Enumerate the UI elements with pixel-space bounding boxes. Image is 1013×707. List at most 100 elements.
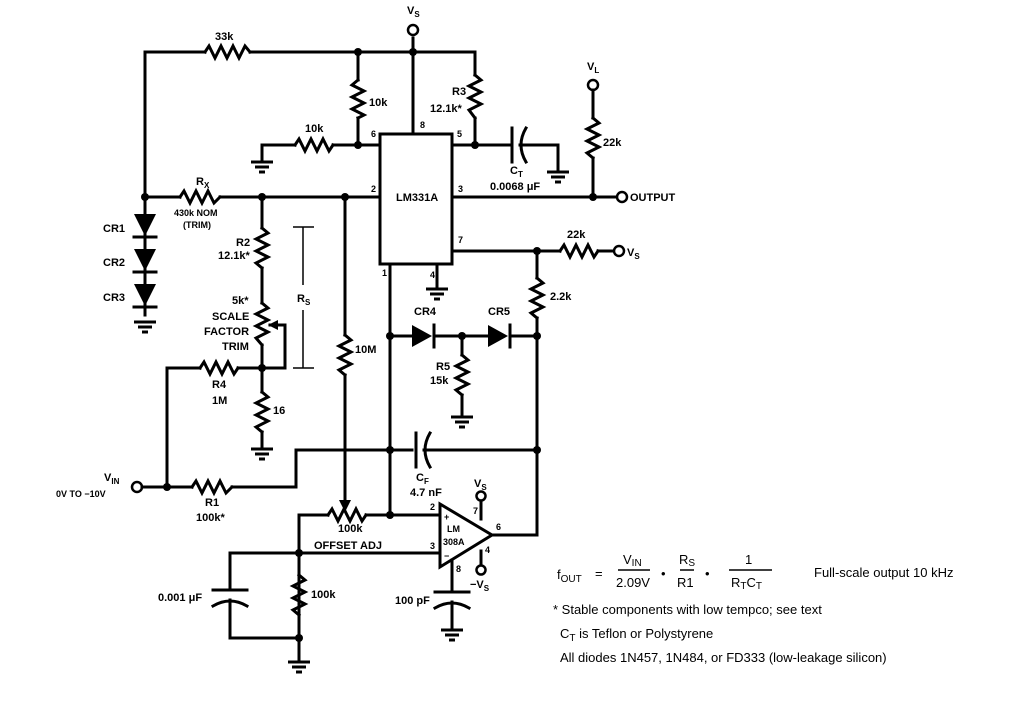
pin-2: 2 [371,184,376,194]
label-offset-adj: OFFSET ADJ [314,540,382,552]
resistor-33k [202,42,253,62]
note-stable-components: * Stable components with low tempco; see… [553,602,822,617]
label-pot-value: 5k* [232,295,249,307]
opamp-pin-4: 4 [485,545,490,555]
opamp-vs-label: VS [474,478,487,492]
vin-label: VIN [104,472,120,486]
junction [409,48,417,56]
ground-icon [439,628,465,642]
potentiometer-scale-factor-trim [252,300,287,370]
opamp-vs-terminal [475,490,487,502]
label-rx-trim: (TRIM) [183,220,211,230]
label-r4-value: 1M [212,395,227,407]
label-r4-name: R4 [212,379,227,391]
label-rx: RX [196,176,210,190]
ground-icon [449,415,475,429]
label-10k-vertical: 10k [369,97,388,109]
formula-dot-2: • [705,566,710,581]
ground-icon [132,320,158,334]
formula: fOUT = VIN 2.09V • RS R1 • 1 RTCT Full-s… [557,552,953,592]
vin-range-label: 0V TO −10V [56,489,106,499]
pin-5: 5 [457,129,462,139]
junction [354,141,362,149]
opamp-neg-vs-terminal [475,564,487,576]
label-cr1: CR1 [103,223,125,235]
junction [533,446,541,454]
diode-cr2 [132,249,158,274]
label-2-2k: 2.2k [550,291,572,303]
pin-7: 7 [458,235,463,245]
pin-3: 3 [458,184,463,194]
opamp-lm308a [438,501,495,570]
resistor-r3 [465,72,485,121]
label-r5-name: R5 [436,361,450,373]
resistor-100k [289,572,309,618]
junction [295,634,303,642]
formula-lhs: fOUT [557,567,582,585]
vs-top-label: VS [407,5,420,19]
label-cr4: CR4 [414,306,437,318]
resistor-2-2k [527,275,547,321]
opamp-minus: − [444,551,449,561]
formula-t3-num: 1 [745,552,752,567]
label-pot-l2: FACTOR [204,326,249,338]
opamp-label-2: 308A [443,537,465,547]
formula-t2-num: RS [679,552,695,569]
label-cf: CF [416,472,429,486]
opamp-pin-3: 3 [430,541,435,551]
formula-t3-den: RTCT [731,575,762,592]
label-r1-value: 100k* [196,512,225,524]
label-r2-value: 12.1k* [218,250,251,262]
label-10m: 10M [355,344,376,356]
label-offset-pot: 100k [338,523,363,535]
vl-label: VL [587,61,599,75]
label-r3-name: R3 [452,86,466,98]
formula-eq: = [595,566,603,581]
resistor-r2 [252,225,272,271]
label-cr3: CR3 [103,292,125,304]
vs-right-label: VS [627,247,640,261]
formula-t1-num: VIN [623,552,642,569]
label-22k-vs: 22k [567,229,586,241]
resistor-10m [335,332,355,378]
rs-dimension-marker [293,226,314,369]
vs-terminal-right [612,244,626,258]
label-ct-value: 0.0068 μF [490,181,540,193]
opamp-pin-6: 6 [496,522,501,532]
diode-cr4 [412,323,436,349]
label-rs: RS [297,293,311,307]
pin-4: 4 [430,270,435,280]
label-22k-pullup: 22k [603,137,622,149]
pin-8: 8 [420,120,425,130]
resistor-r5 [452,352,472,398]
lm331a-chip [378,132,454,266]
resistor-10k-horizontal [292,135,336,155]
offset-wiper-arrow [339,500,351,512]
resistor-22k-pullup [583,115,603,161]
label-r5-value: 15k [430,375,449,387]
pin-1: 1 [382,268,387,278]
opamp-label-1: LM [447,524,460,534]
label-100pf: 100 pF [395,595,430,607]
junction [354,48,362,56]
junction [471,141,479,149]
ground-icon [249,447,275,461]
diode-cr3 [132,284,158,309]
label-rx-value: 430k NOM [174,208,218,218]
note-ct-material: CT is Teflon or Polystyrene [560,626,713,644]
label-pot-l3: TRIM [222,341,249,353]
resistor-10k-vertical [348,77,368,121]
label-r2-name: R2 [236,237,250,249]
diode-cr5 [488,323,512,349]
label-r1-name: R1 [205,497,219,509]
ground-icon [286,660,312,674]
opamp-neg-vs-label: −VS [470,579,490,593]
junction [295,549,303,557]
formula-dot-1: • [661,566,666,581]
junction [386,332,394,340]
opamp-pin-2: 2 [430,502,435,512]
potentiometer-offset-adj [325,505,369,525]
label-0001uf: 0.001 μF [158,592,202,604]
label-16: 16 [273,405,285,417]
